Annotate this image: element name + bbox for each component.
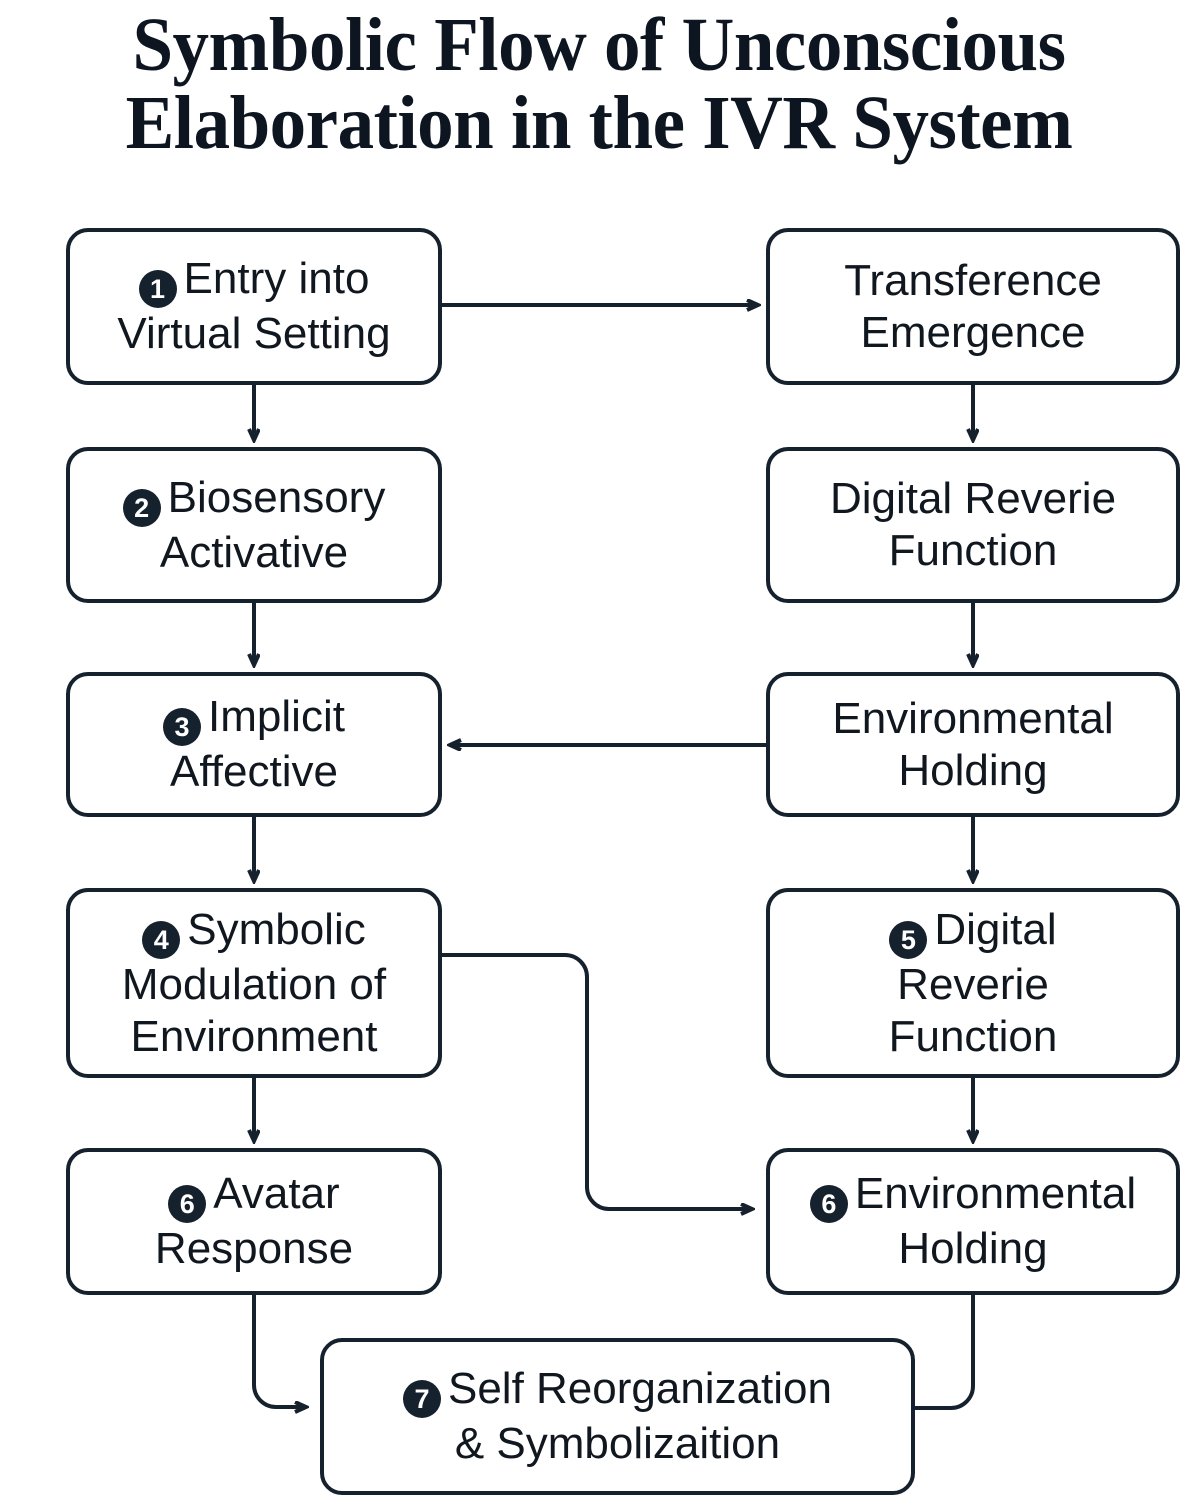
node-text: Function (888, 526, 1058, 575)
node-text: Biosensory (167, 472, 386, 522)
step-badge-2: 2 (122, 488, 161, 527)
node-text: Emergence (860, 307, 1086, 357)
node-text: Entry into (183, 254, 370, 304)
node-text: Digital (934, 904, 1057, 954)
node-text: Environmental (832, 693, 1114, 743)
node-text: Holding (898, 1224, 1048, 1274)
node-text: Activative (159, 527, 349, 577)
node-text: Self Reorganization (447, 1364, 832, 1414)
node-text: Avatar (213, 1169, 340, 1219)
connector-environmental-holding-6-to-self-reorganization (915, 1295, 975, 1410)
node-transference-emergence[interactable]: Transference Emergence (766, 228, 1180, 385)
node-text: Environment (130, 1011, 378, 1061)
step-badge-4: 4 (142, 920, 181, 959)
node-text: Symbolic (187, 904, 366, 954)
step-badge-5: 5 (889, 920, 928, 959)
step-badge-7: 7 (402, 1380, 441, 1419)
node-text: Implicit (208, 692, 345, 742)
node-text: Virtual Setting (117, 309, 391, 359)
node-text: Digital Reverie (829, 474, 1117, 524)
node-text: Holding (898, 745, 1048, 795)
step-badge-1: 1 (138, 270, 177, 309)
node-text: Reverie (897, 959, 1049, 1009)
step-badge-6-holding: 6 (809, 1185, 848, 1224)
page-title: Symbolic Flow of Unconscious Elaboration… (24, 6, 1174, 163)
node-text: Modulation of (121, 959, 387, 1009)
node-text: Response (154, 1224, 354, 1274)
node-text: Function (888, 1011, 1058, 1061)
step-badge-6-avatar: 6 (168, 1185, 207, 1224)
node-text: Affective (170, 747, 338, 797)
step-badge-3: 3 (163, 708, 202, 747)
title-line-2: Elaboration in the IVR System (125, 81, 1073, 166)
node-text: Transference (844, 255, 1102, 305)
node-digital-reverie-function-right[interactable]: Digital Reverie Function (766, 447, 1180, 603)
title-line-1: Symbolic Flow of Unconscious (132, 3, 1066, 87)
node-text: Environmental (854, 1169, 1137, 1219)
node-text: & Symbolizaition (454, 1419, 781, 1469)
connector-avatar-to-self-reorganization (252, 1295, 306, 1407)
connector-symbolic-modulation-to-environmental-holding-6 (442, 953, 752, 1209)
node-environmental-holding-right[interactable]: Environmental Holding (766, 672, 1180, 817)
